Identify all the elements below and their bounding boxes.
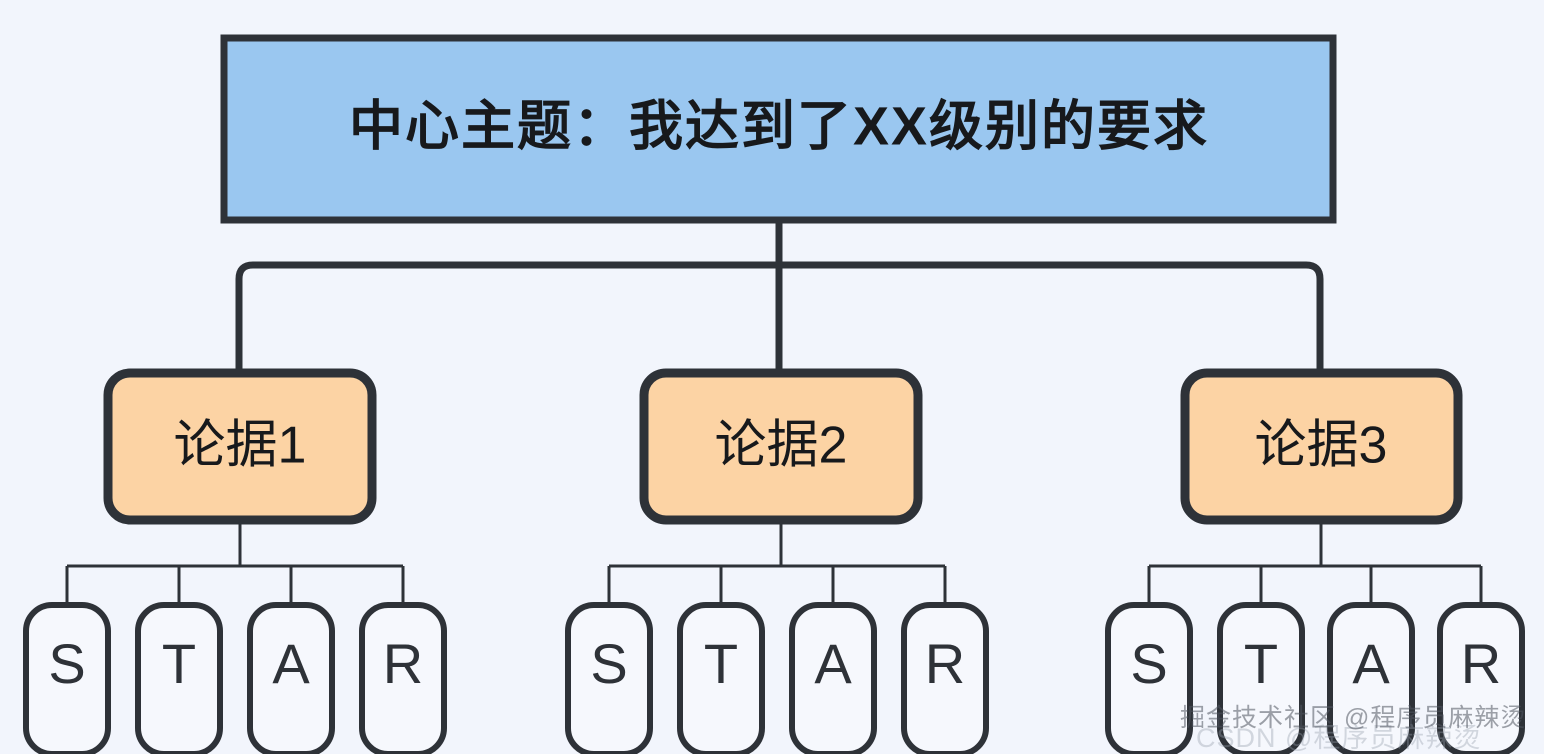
leaf-node-3-1[interactable]: T — [1217, 602, 1305, 754]
leaf-node-3-3[interactable]: R — [1437, 602, 1525, 754]
leaf-node-3-0[interactable]: S — [1105, 602, 1193, 754]
branch-node-label-3: 论据3 — [1255, 417, 1388, 475]
leaf-node-label-2-0: S — [590, 632, 627, 695]
leaf-node-label-1-2: A — [272, 632, 310, 695]
branch-node-label-1: 论据1 — [174, 417, 307, 475]
branch-node-box-1[interactable] — [103, 368, 377, 525]
leaf-node-label-2-1: T — [704, 632, 738, 695]
leaf-node-box-1-0[interactable] — [23, 602, 111, 754]
branch-to-leaf-connectors-3 — [1147, 520, 1483, 605]
leaf-node-1-3[interactable]: R — [359, 602, 447, 754]
leaf-node-label-1-1: T — [162, 632, 196, 695]
root-node[interactable]: 中心主题：我达到了XX级别的要求 — [220, 34, 1337, 224]
leaf-node-label-2-2: A — [814, 632, 852, 695]
leaf-node-label-2-3: R — [925, 632, 965, 695]
leaf-node-label-3-3: R — [1461, 632, 1501, 695]
leaf-group-3: S T A R — [1105, 602, 1525, 754]
branch-to-leaf-connectors-1 — [65, 520, 405, 605]
leaf-node-label-1-0: S — [48, 632, 85, 695]
leaf-node-label-1-3: R — [383, 632, 423, 695]
branch-node-box-2[interactable] — [639, 368, 923, 525]
leaf-node-label-3-0: S — [1130, 632, 1167, 695]
leaf-node-2-0[interactable]: S — [565, 602, 653, 754]
leaf-node-box-2-1[interactable] — [677, 602, 765, 754]
leaf-node-box-3-2[interactable] — [1327, 602, 1415, 754]
branch-node-1[interactable]: 论据1 — [103, 368, 377, 525]
leaf-node-2-3[interactable]: R — [901, 602, 989, 754]
leaf-node-box-2-3[interactable] — [901, 602, 989, 754]
leaf-node-box-3-3[interactable] — [1437, 602, 1525, 754]
branch-node-label-2: 论据2 — [715, 417, 848, 475]
branch-node-3[interactable]: 论据3 — [1180, 368, 1463, 525]
leaf-node-1-2[interactable]: A — [247, 602, 335, 754]
leaf-node-box-3-1[interactable] — [1217, 602, 1305, 754]
leaf-node-2-1[interactable]: T — [677, 602, 765, 754]
branch-node-box-3[interactable] — [1180, 368, 1463, 525]
leaf-node-box-3-0[interactable] — [1105, 602, 1193, 754]
leaf-node-box-1-2[interactable] — [247, 602, 335, 754]
leaf-node-box-2-2[interactable] — [789, 602, 877, 754]
leaf-node-3-2[interactable]: A — [1327, 602, 1415, 754]
leaf-node-box-2-0[interactable] — [565, 602, 653, 754]
leaf-node-2-2[interactable]: A — [789, 602, 877, 754]
leaf-node-box-1-3[interactable] — [359, 602, 447, 754]
leaf-group-2: S T A R — [565, 602, 989, 754]
leaf-group-1: S T A R — [23, 602, 447, 754]
leaf-node-label-3-2: A — [1352, 632, 1390, 695]
root-node-label: 中心主题：我达到了XX级别的要求 — [349, 96, 1209, 156]
leaf-node-1-1[interactable]: T — [135, 602, 223, 754]
leaf-node-box-1-1[interactable] — [135, 602, 223, 754]
leaf-node-1-0[interactable]: S — [23, 602, 111, 754]
branch-to-leaf-connectors-2 — [607, 520, 947, 605]
leaf-node-label-3-1: T — [1244, 632, 1278, 695]
root-node-box[interactable] — [220, 34, 1337, 224]
root-to-branch-connectors — [235, 220, 1324, 380]
branch-node-2[interactable]: 论据2 — [639, 368, 923, 525]
